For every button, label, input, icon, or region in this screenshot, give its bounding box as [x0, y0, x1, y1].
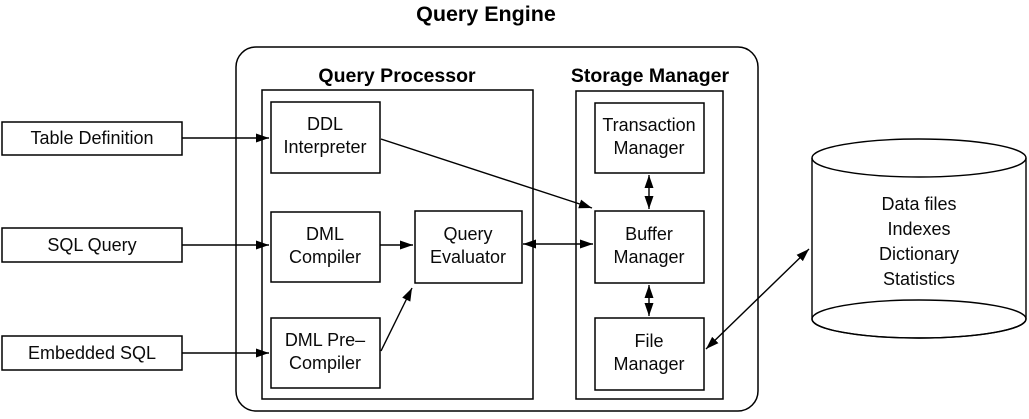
dml-precompiler-label-line1: DML Pre– [285, 330, 365, 350]
input-sql-query: SQL Query [1, 227, 183, 263]
storage-manager-section-label: Storage Manager [571, 65, 730, 87]
file-manager-label-line1: File [634, 331, 663, 351]
ddl-interpreter-label-line2: Interpreter [283, 137, 366, 157]
component-ddl-interpreter: DDL Interpreter [270, 101, 381, 174]
datastore-label-line3: Dictionary [879, 244, 959, 264]
query-evaluator-label-line1: Query [443, 224, 492, 244]
arrow-ddl-interpreter-to-buffer-manager [380, 138, 593, 209]
component-dml-compiler: DML Compiler [270, 211, 381, 283]
input-embedded-sql: Embedded SQL [1, 335, 183, 371]
dml-compiler-box [270, 211, 381, 283]
cylinder-top-ellipse [811, 138, 1027, 178]
buffer-manager-box [594, 210, 705, 284]
table-definition-label: Table Definition [30, 128, 153, 148]
buffer-manager-label-line1: Buffer [625, 224, 673, 244]
file-manager-label-line2: Manager [613, 354, 684, 374]
dml-compiler-label-line2: Compiler [289, 247, 361, 267]
datastore-label-line4: Statistics [883, 269, 955, 289]
datastore-label-line1: Data files [881, 194, 956, 214]
sql-query-label: SQL Query [47, 235, 136, 255]
query-engine-boundary [235, 46, 759, 412]
diagram-title: Query Engine [416, 2, 556, 26]
query-evaluator-box [414, 210, 523, 284]
transaction-manager-label-line1: Transaction [602, 115, 695, 135]
component-file-manager: File Manager [594, 317, 705, 391]
datastore-cylinder: Data files Indexes Dictionary Statistics [811, 138, 1027, 339]
query-processor-section-label: Query Processor [318, 65, 476, 87]
component-query-evaluator: Query Evaluator [414, 210, 523, 284]
component-buffer-manager: Buffer Manager [594, 210, 705, 284]
file-manager-box [594, 317, 705, 391]
dml-precompiler-box [270, 317, 381, 389]
input-table-definition: Table Definition [1, 121, 183, 156]
datastore-label-line2: Indexes [887, 219, 950, 239]
query-evaluator-label-line2: Evaluator [430, 247, 506, 267]
buffer-manager-label-line2: Manager [613, 247, 684, 267]
ddl-interpreter-box [270, 101, 381, 174]
transaction-manager-box [594, 102, 705, 174]
ddl-interpreter-label-line1: DDL [307, 114, 343, 134]
arrow-dml-precompiler-to-query-evaluator [380, 287, 413, 352]
transaction-manager-label-line2: Manager [613, 138, 684, 158]
dml-compiler-label-line1: DML [306, 224, 344, 244]
cylinder-bottom-ellipse [811, 299, 1027, 339]
dml-precompiler-label-line2: Compiler [289, 353, 361, 373]
component-dml-precompiler: DML Pre– Compiler [270, 317, 381, 389]
arrow-file-manager-datastore [705, 248, 810, 350]
component-transaction-manager: Transaction Manager [594, 102, 705, 174]
embedded-sql-label: Embedded SQL [28, 343, 156, 363]
